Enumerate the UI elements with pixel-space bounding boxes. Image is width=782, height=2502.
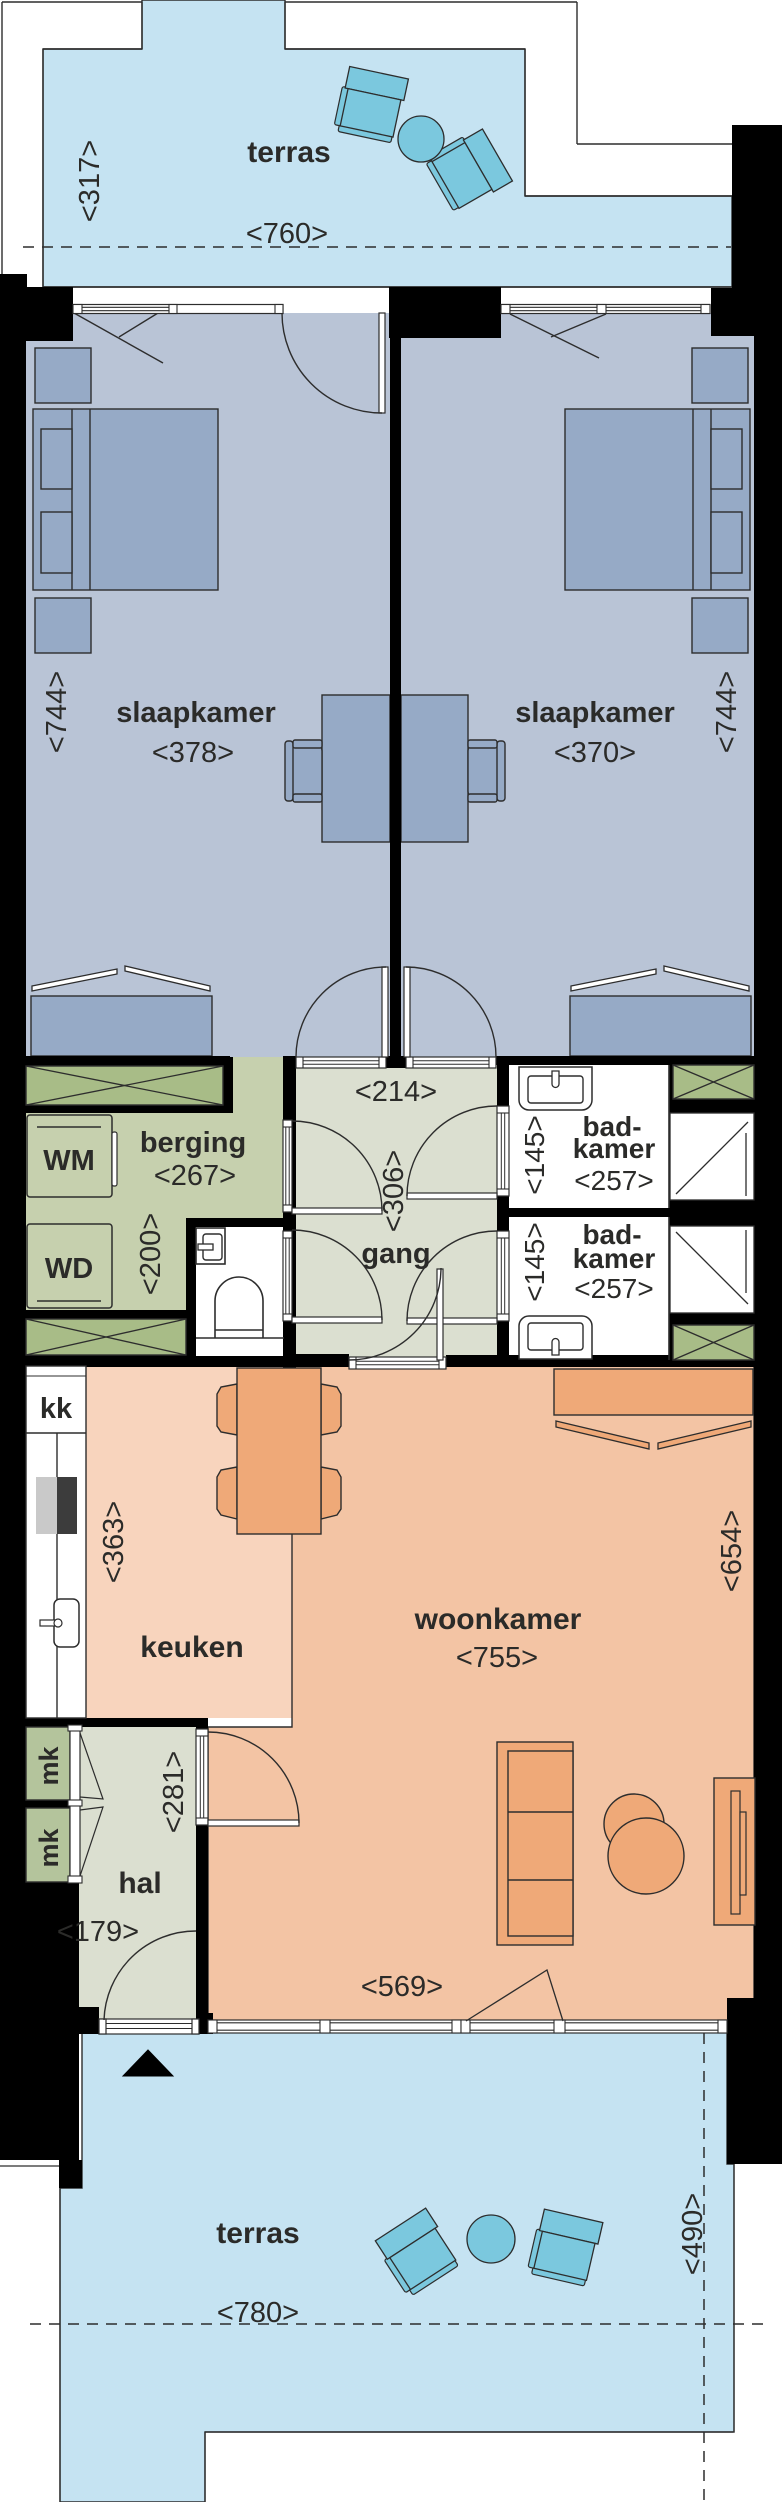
svg-text:kamer: kamer [573, 1133, 656, 1164]
svg-text:bad-: bad- [582, 1111, 641, 1142]
svg-text:mk: mk [34, 1828, 64, 1868]
svg-text:slaapkamer: slaapkamer [116, 697, 276, 729]
svg-text:kk: kk [40, 1393, 73, 1425]
svg-text:<760>: <760> [246, 218, 328, 250]
svg-text:keuken: keuken [140, 1631, 243, 1664]
svg-text:<378>: <378> [152, 737, 234, 769]
svg-text:<744>: <744> [711, 671, 743, 753]
svg-text:<179>: <179> [57, 1916, 139, 1948]
svg-text:<755>: <755> [456, 1642, 538, 1674]
svg-text:slaapkamer: slaapkamer [515, 697, 675, 729]
svg-text:woonkamer: woonkamer [414, 1603, 582, 1636]
svg-text:<780>: <780> [217, 2297, 299, 2329]
svg-text:<145>: <145> [519, 1115, 550, 1194]
svg-text:<145>: <145> [519, 1222, 550, 1301]
svg-text:<306>: <306> [378, 1150, 410, 1232]
svg-text:gang: gang [361, 1238, 430, 1270]
svg-text:<370>: <370> [554, 737, 636, 769]
svg-text:hal: hal [118, 1867, 161, 1900]
svg-text:<200>: <200> [135, 1213, 167, 1295]
svg-text:<490>: <490> [677, 2193, 709, 2275]
svg-text:<267>: <267> [154, 1160, 236, 1192]
svg-text:<214>: <214> [355, 1076, 437, 1108]
svg-text:terras: terras [216, 2217, 299, 2250]
svg-text:<569>: <569> [361, 1971, 443, 2003]
svg-text:terras: terras [247, 136, 330, 169]
svg-text:bad-: bad- [582, 1219, 641, 1250]
svg-text:<257>: <257> [574, 1165, 653, 1196]
svg-text:WM: WM [43, 1145, 95, 1177]
svg-text:<744>: <744> [41, 671, 73, 753]
svg-text:<317>: <317> [74, 140, 106, 222]
svg-text:berging: berging [140, 1127, 246, 1159]
svg-text:WD: WD [45, 1253, 93, 1285]
svg-text:<281>: <281> [158, 1751, 190, 1833]
svg-text:<363>: <363> [98, 1501, 130, 1583]
svg-text:<257>: <257> [574, 1273, 653, 1304]
svg-text:<654>: <654> [716, 1510, 748, 1592]
svg-text:kamer: kamer [573, 1243, 656, 1274]
svg-text:mk: mk [34, 1746, 64, 1786]
